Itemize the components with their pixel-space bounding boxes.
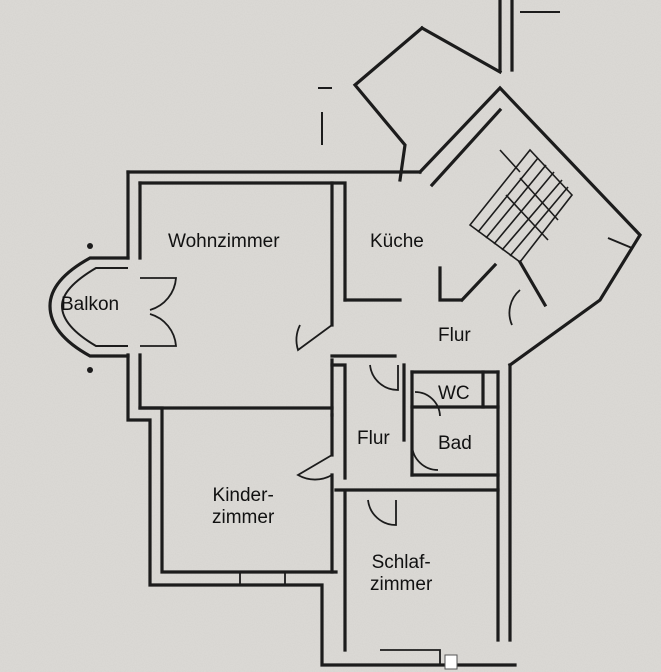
room-label-balkon: Balkon <box>61 294 120 315</box>
balcony <box>48 243 130 373</box>
room-label-kinderzimmer: Kinder- zimmer <box>212 485 274 529</box>
room-label-flur-mid: Flur <box>357 428 390 449</box>
room-label-wohnzimmer: Wohnzimmer <box>168 231 280 252</box>
room-label-flur-top: Flur <box>438 325 471 346</box>
interior-walls <box>138 181 500 652</box>
kinderzimmer-line-2: zimmer <box>212 507 275 528</box>
corner-marker <box>444 654 458 670</box>
schlafzimmer-line-2: zimmer <box>370 574 433 595</box>
schlafzimmer-line-1: Schlaf- <box>371 552 431 573</box>
doors <box>140 277 521 665</box>
top-remnant-walls <box>318 0 560 182</box>
room-label-bad: Bad <box>438 433 472 454</box>
room-label-kueche: Küche <box>370 231 424 252</box>
staircase <box>468 148 574 308</box>
room-label-wc: WC <box>438 383 470 404</box>
kinderzimmer-line-1: Kinder- <box>212 485 274 506</box>
room-label-schlafzimmer: Schlaf- zimmer <box>370 552 432 596</box>
